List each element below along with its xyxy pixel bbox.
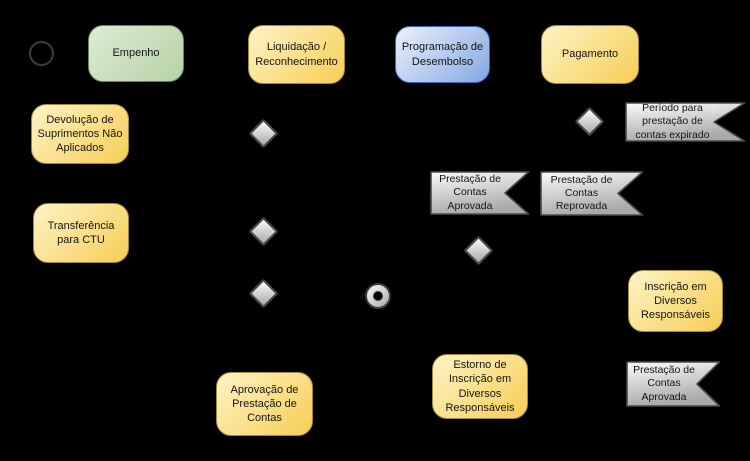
end-event-inner: [373, 291, 383, 301]
task-inscricao-diversos-responsaveis[interactable]: Inscrição em Diversos Responsáveis: [628, 270, 723, 332]
gateway-diamond-3[interactable]: [248, 278, 279, 309]
task-devolucao-suprimentos[interactable]: Devolução de Suprimentos Não Aplicados: [31, 104, 129, 164]
task-programacao-desembolso[interactable]: Programação de Desembolso: [395, 26, 490, 83]
task-transferencia-label: Transferência para CTU: [47, 219, 115, 246]
gateway-diamond-2[interactable]: [248, 216, 279, 247]
gateway-diamond-1[interactable]: [248, 118, 279, 149]
task-inscricao-label: Inscrição em Diversos Responsáveis: [640, 280, 711, 322]
event-aprovada2-label: Prestação de Contas Aprovada: [633, 364, 695, 403]
event-prestacao-contas-aprovada-2[interactable]: Prestação de Contas Aprovada: [626, 361, 721, 407]
banner-shape-svg: [540, 171, 644, 216]
task-aprovacao-prestacao-contas[interactable]: Aprovação de Prestação de Contas: [216, 372, 313, 436]
task-empenho[interactable]: Empenho: [88, 25, 184, 82]
task-transferencia-ctu[interactable]: Transferência para CTU: [33, 203, 129, 263]
banner-shape-svg: [625, 102, 746, 142]
end-event-circle[interactable]: [365, 283, 391, 309]
task-empenho-label: Empenho: [112, 47, 160, 60]
task-aprovacao-label: Aprovação de Prestação de Contas: [230, 383, 299, 425]
event-periodo-prestacao-expirado[interactable]: Período para prestação de contas expirad…: [625, 102, 746, 142]
start-event-circle[interactable]: [29, 41, 54, 66]
event-prestacao-contas-aprovada-1[interactable]: Prestação de Contas Aprovada: [430, 171, 530, 215]
banner-shape-svg: [430, 171, 530, 215]
task-devolucao-label: Devolução de Suprimentos Não Aplicados: [37, 113, 123, 155]
task-estorno-inscricao[interactable]: Estorno de Inscrição em Diversos Respons…: [432, 354, 528, 419]
task-liquidacao-label: Liquidação / Reconhecimento: [255, 41, 338, 68]
gateway-diamond-4[interactable]: [463, 235, 494, 266]
event-periodo-label: Período para prestação de contas expirad…: [635, 102, 710, 141]
task-pagamento[interactable]: Pagamento: [541, 25, 639, 84]
banner-shape-svg: [626, 361, 721, 407]
task-pagamento-label: Pagamento: [561, 48, 619, 61]
gateway-diamond-5[interactable]: [574, 106, 605, 137]
event-aprovada1-label: Prestação de Contas Aprovada: [439, 173, 501, 212]
event-reprovada-label: Prestação de Contas Reprovada: [550, 173, 613, 212]
task-estorno-label: Estorno de Inscrição em Diversos Respons…: [445, 358, 515, 414]
event-prestacao-contas-reprovada[interactable]: Prestação de Contas Reprovada: [540, 171, 644, 216]
task-programacao-label: Programação de Desembolso: [401, 41, 484, 68]
task-liquidacao-reconhecimento[interactable]: Liquidação / Reconhecimento: [248, 25, 345, 84]
